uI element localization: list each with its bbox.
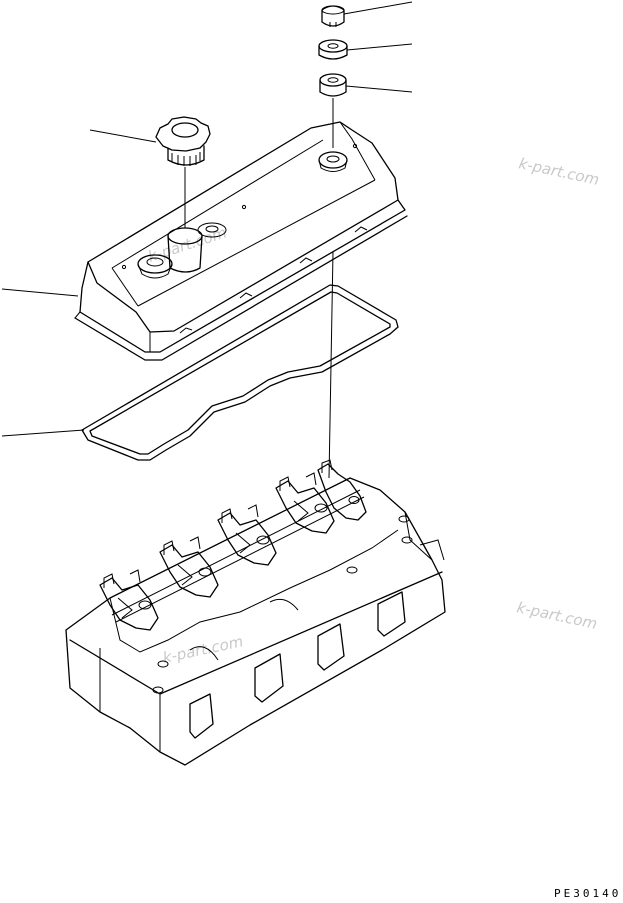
oil-filler-cap-part: [155, 116, 211, 166]
gasket-part: [81, 284, 399, 461]
leader-oil-filler-cap: [89, 129, 157, 143]
cylinder-head-cover-part: [74, 121, 408, 361]
watermark-4: k-part.com: [146, 223, 229, 265]
drawing-code: PE30140: [554, 887, 621, 900]
leader-bolt: [343, 1, 413, 15]
assembly-centerline-lower: [328, 251, 334, 479]
valve-train-4: [275, 472, 335, 534]
valve-train-1: [99, 569, 159, 631]
leader-cylinder-head-cover: [1, 288, 79, 297]
watermark-2: k-part.com: [515, 598, 599, 633]
watermark-3: k-part.com: [161, 632, 245, 667]
bolt-part: [321, 5, 345, 27]
leader-seal: [345, 85, 413, 93]
leader-gasket: [1, 429, 85, 437]
leader-washer: [346, 43, 413, 51]
washer-part: [318, 39, 348, 60]
cylinder-head-part: [65, 459, 446, 766]
watermark-1: k-part.com: [517, 154, 601, 189]
seal-part: [319, 73, 347, 97]
valve-train-2: [159, 536, 219, 598]
